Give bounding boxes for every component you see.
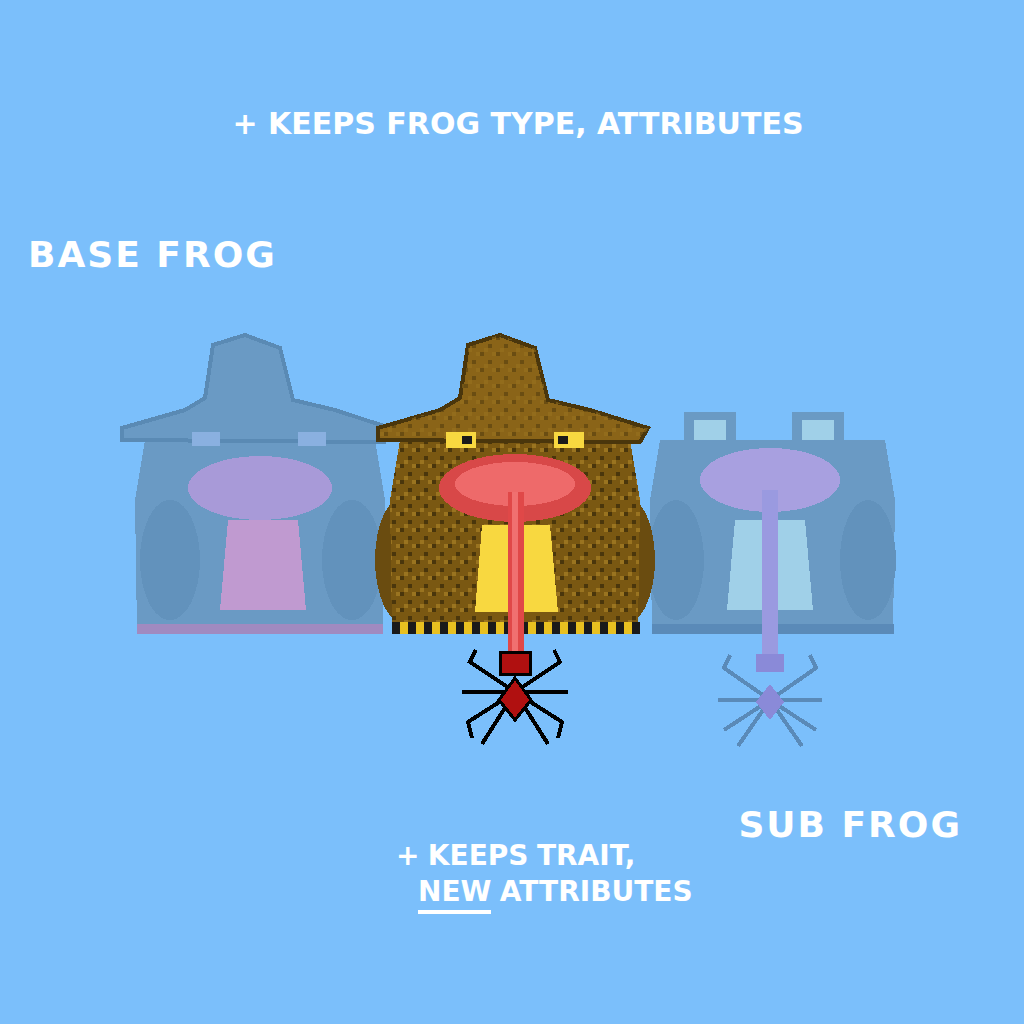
sub-frog-figure-part	[762, 490, 778, 660]
note-word: +	[396, 838, 419, 874]
sub-frog-figure-part	[802, 420, 834, 440]
sub-frog-figure-part	[718, 655, 822, 746]
wizard-frog-figure-part	[446, 432, 476, 448]
rule-note-box: + KEEPS FROG TYPE, ATTRIBUTES	[6, 104, 1024, 143]
frog-label: SUB FROG	[712, 802, 962, 849]
sub-frog-figure-part	[756, 684, 784, 720]
spider-figure-part	[499, 678, 531, 720]
spider-figure-part	[500, 652, 530, 674]
rule-note-box: +KEEPSTRAIT, NEWATTRIBUTES	[396, 838, 693, 914]
base-frog-figure-part	[122, 335, 390, 442]
rule-note: +KEEPSTRAIT, NEWATTRIBUTES	[396, 838, 693, 914]
wizard-frog-figure-part	[462, 436, 472, 444]
base-frog-figure-part	[137, 624, 383, 634]
base-frog-figure	[122, 335, 390, 634]
wizard-frog-figure-part	[508, 492, 524, 660]
sub-frog-figure-part	[694, 420, 726, 440]
rule-note: + KEEPS FROG TYPE, ATTRIBUTES	[6, 104, 1024, 143]
base-frog-figure-part	[192, 432, 220, 446]
frog-label: BASE FROG	[28, 232, 277, 279]
sub-frog-figure-part	[840, 500, 896, 620]
frog-label-box: BASE FROG	[28, 232, 277, 279]
frog-label-box: SUB FROG	[712, 802, 962, 849]
base-frog-figure-part	[220, 520, 306, 610]
wizard-frog-figure-part	[554, 432, 584, 448]
wizard-frog-figure	[375, 335, 655, 660]
wizard-frog-figure-part	[378, 335, 648, 442]
note-word: NEW	[418, 877, 491, 914]
note-word: KEEPS	[428, 838, 529, 874]
note-word: TRAIT,	[537, 838, 636, 874]
wizard-frog-figure-part	[512, 492, 518, 660]
wizard-frog-figure-part	[378, 335, 648, 442]
base-frog-figure-part	[298, 432, 326, 446]
sub-frog-figure-part	[684, 412, 736, 448]
base-frog-figure-part	[188, 456, 332, 520]
base-frog-figure-part	[135, 440, 385, 632]
spider-figure	[462, 650, 568, 744]
base-frog-figure-part	[322, 500, 382, 620]
sub-frog-figure	[648, 412, 896, 746]
wizard-frog-figure-part	[558, 436, 568, 444]
sub-frog-figure-part	[792, 412, 844, 448]
sub-frog-figure-part	[648, 500, 704, 620]
base-frog-figure-part	[140, 500, 200, 620]
spider-figure-part	[462, 650, 568, 744]
note-word: ATTRIBUTES	[500, 874, 693, 910]
sub-frog-figure-part	[756, 654, 784, 672]
